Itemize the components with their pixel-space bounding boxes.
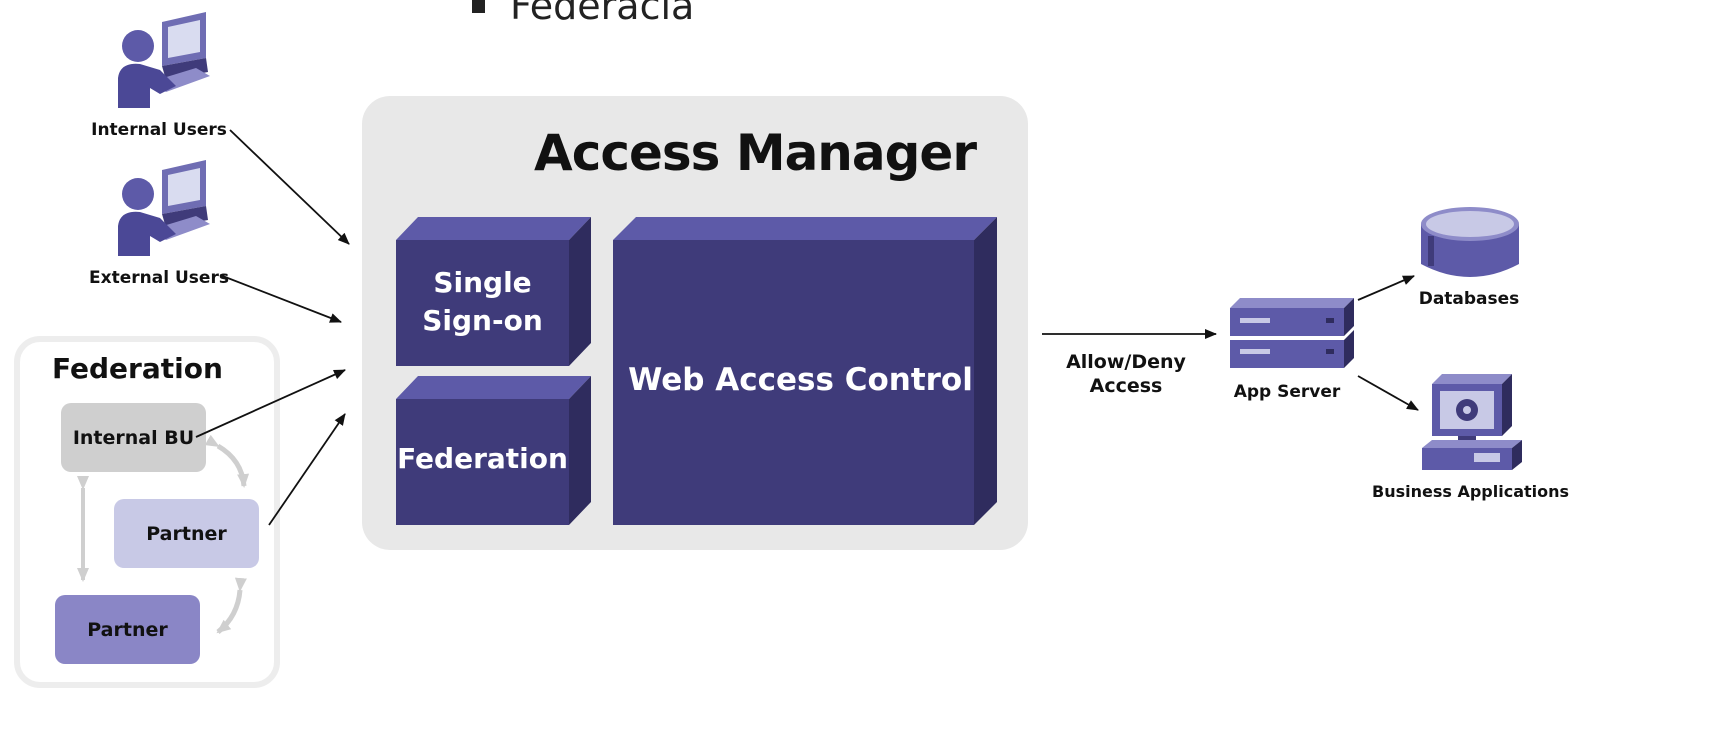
arrow-partner	[268, 413, 346, 526]
federation-block	[396, 376, 591, 525]
partner-label-dark: Partner	[87, 618, 168, 641]
access-manager-title: Access Manager	[534, 124, 977, 182]
internal-user-icon	[118, 12, 210, 108]
business-applications-label: Business Applications	[1372, 482, 1570, 501]
internal-bu-label: Internal BU	[72, 426, 195, 449]
web-access-control-block	[613, 217, 997, 525]
fed-curved-arrow-top	[204, 434, 250, 488]
sso-label-line2: Sign-on	[422, 304, 543, 337]
federation-group-title: Federation	[52, 352, 223, 385]
arrow-internal-bu	[195, 369, 346, 438]
allow-deny-label: Allow/Deny Access	[1056, 350, 1196, 398]
arrow-internal-users	[229, 129, 350, 245]
arrow-to-databases	[1357, 275, 1415, 301]
partner-label-light: Partner	[146, 522, 227, 545]
sso-label: Single Sign-on	[396, 264, 569, 340]
app-server-icon	[1230, 298, 1354, 368]
fed-curved-arrow-bottom	[216, 577, 247, 634]
external-users-label: External Users	[89, 268, 229, 288]
partner-box-light: Partner	[114, 499, 259, 568]
database-icon	[1421, 207, 1519, 277]
bullet-marker	[472, 0, 485, 13]
allow-deny-line1: Allow/Deny	[1066, 351, 1186, 373]
sso-label-line1: Single	[433, 266, 532, 299]
databases-label: Databases	[1418, 289, 1520, 309]
bullet-text: Federacia	[510, 0, 695, 28]
app-server-label: App Server	[1233, 382, 1341, 402]
single-sign-on-block	[396, 217, 591, 366]
web-access-control-label: Web Access Control	[628, 362, 973, 398]
business-application-icon	[1422, 374, 1522, 470]
arrow-external-users	[219, 274, 342, 323]
allow-deny-line2: Access	[1089, 375, 1163, 397]
internal-bu-box: Internal BU	[61, 403, 206, 472]
internal-users-label: Internal Users	[91, 120, 227, 140]
arrow-to-business-apps	[1357, 375, 1419, 411]
external-user-icon	[118, 160, 210, 256]
federation-block-label: Federation	[397, 442, 568, 475]
partner-box-dark: Partner	[55, 595, 200, 664]
